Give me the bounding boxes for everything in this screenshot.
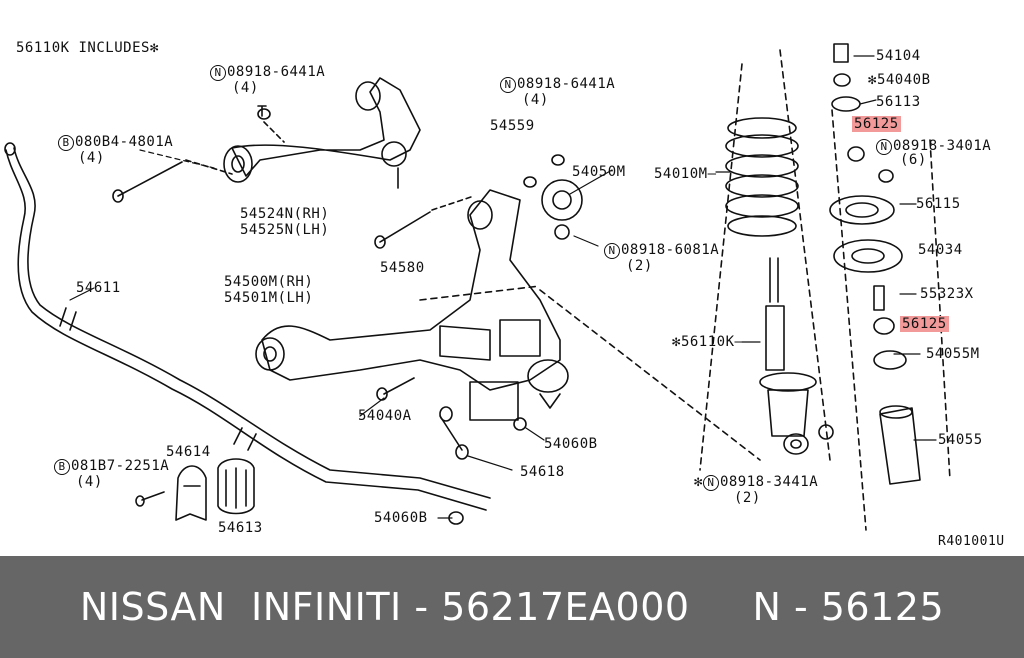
mount-stack bbox=[829, 43, 921, 485]
n-circle-icon: N bbox=[876, 139, 892, 155]
shock-absorber-56110K bbox=[759, 257, 817, 455]
bolt-081B7 bbox=[141, 491, 165, 501]
label-54010M: 54010M— bbox=[654, 166, 717, 182]
banner-text: NISSAN INFINITI - 56217EA000 N - 56125 bbox=[79, 585, 945, 629]
label-54060B-lower: 54060B bbox=[374, 510, 428, 526]
label-54060B-upper: 54060B bbox=[544, 436, 598, 452]
bolt-080B4 bbox=[117, 161, 183, 197]
bushing-54613 bbox=[217, 458, 255, 515]
label-qty: (4) bbox=[78, 150, 105, 166]
label-54055M: 54055M bbox=[926, 346, 980, 362]
bolt-54580 bbox=[379, 211, 431, 243]
b-circle-icon: B bbox=[54, 459, 70, 475]
upper-arm-54524N bbox=[223, 77, 421, 189]
label-54050M: 54050M bbox=[572, 164, 626, 180]
part-number-banner: NISSAN INFINITI - 56217EA000 N - 56125 bbox=[0, 556, 1024, 658]
label-qty: (4) bbox=[76, 474, 103, 490]
diagram-reference-code: R401001U bbox=[938, 534, 1005, 549]
label-54618: 54618 bbox=[520, 464, 565, 480]
label-qty: (4) bbox=[232, 80, 259, 96]
label-56113: 56113 bbox=[876, 94, 921, 110]
label-54034: 54034 bbox=[918, 242, 963, 258]
label-54613: 54613 bbox=[218, 520, 263, 536]
label-56110K: ✻56110K— bbox=[672, 334, 744, 350]
stabilizer-bar-54611 bbox=[4, 142, 491, 511]
label-56125-upper: 56125 bbox=[852, 116, 901, 132]
label-54580: 54580 bbox=[380, 260, 425, 276]
bolt-54040A bbox=[383, 377, 415, 395]
label-54500M: 54500M(RH) bbox=[224, 274, 314, 290]
label-56115: 56115 bbox=[916, 196, 961, 212]
highlight-56125: 56125 bbox=[852, 116, 901, 132]
o-ring-54050M bbox=[552, 190, 572, 210]
n-circle-icon: N bbox=[604, 243, 620, 259]
coil-spring-54010M bbox=[725, 117, 799, 237]
label-54104: 54104 bbox=[876, 48, 921, 64]
bushing-clamp-54614 bbox=[175, 465, 207, 521]
bracket bbox=[469, 381, 519, 421]
lower-arm-54500M bbox=[255, 189, 569, 409]
label-qty: (6) bbox=[900, 152, 927, 168]
header-note: 56110K INCLUDES✻ bbox=[16, 40, 159, 56]
label-54040A: 54040A bbox=[358, 408, 412, 424]
label-54559: 54559 bbox=[490, 118, 535, 134]
b-circle-icon: B bbox=[58, 135, 74, 151]
n-circle-icon: N bbox=[702, 475, 719, 491]
diagram-drawing bbox=[4, 43, 951, 531]
label-54524N: 54524N(RH) bbox=[240, 206, 330, 222]
label-54525N: 54525N(LH) bbox=[240, 222, 330, 238]
n-circle-icon: N bbox=[210, 65, 226, 81]
highlight-56125: 56125 bbox=[900, 316, 949, 332]
stabilizer-link-54618 bbox=[439, 406, 469, 460]
label-qty: (4) bbox=[522, 92, 549, 108]
label-54055: 54055 bbox=[938, 432, 983, 448]
label-54611: 54611 bbox=[76, 280, 121, 296]
label-56125-lower: 56125 bbox=[900, 316, 949, 332]
label-55323X: 55323X bbox=[920, 286, 974, 302]
n-circle-icon: N bbox=[500, 77, 516, 93]
label-54040B: ✻54040B bbox=[868, 72, 931, 88]
label-qty: (2) bbox=[734, 490, 761, 506]
label-qty: (2) bbox=[626, 258, 653, 274]
label-54501M: 54501M(LH) bbox=[224, 290, 314, 306]
label-54614: 54614 bbox=[166, 444, 211, 460]
